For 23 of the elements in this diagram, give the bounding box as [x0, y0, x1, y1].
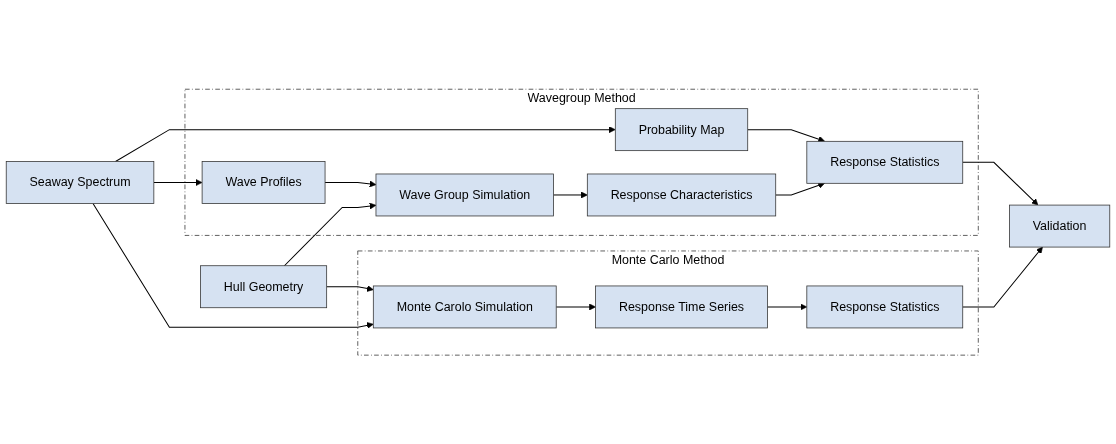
node-box: Response Characteristics: [586, 173, 777, 217]
arrow: [326, 284, 374, 292]
arrow: [283, 202, 377, 267]
node-box: Probability Map: [614, 108, 749, 151]
node-box: Validation: [1009, 204, 1111, 248]
arrow: [766, 303, 808, 311]
node-box: Wave Group Simulation: [375, 173, 554, 217]
node-box: Hull Geometry: [200, 265, 328, 308]
node-box: Response Statistics: [806, 140, 964, 184]
node-box: Response Time Series: [595, 285, 768, 329]
node-box: Monte Carolo Simulation: [372, 285, 557, 329]
arrow: [747, 128, 825, 143]
arrow: [962, 246, 1043, 308]
node-box: Response Statistics: [806, 285, 964, 329]
arrow: [115, 126, 616, 162]
arrow: [962, 161, 1039, 206]
arrow: [153, 178, 203, 186]
arrow: [92, 202, 374, 329]
arrow: [553, 191, 588, 199]
arrow: [324, 180, 377, 188]
node-box: Seaway Spectrum: [5, 160, 155, 204]
node-box: Wave Profiles: [201, 160, 326, 204]
arrow: [555, 303, 596, 311]
